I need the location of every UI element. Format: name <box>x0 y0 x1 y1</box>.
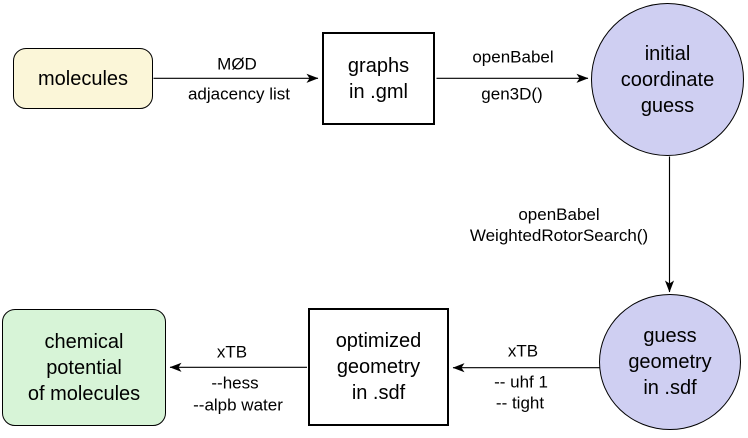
node-chemical-potential: chemical potential of molecules <box>2 309 166 426</box>
edge-label-mod: MØD <box>217 54 257 74</box>
edge-label-weightedrotorsearch: openBabel WeightedRotorSearch() <box>470 204 648 246</box>
node-label-line: guess <box>640 94 695 117</box>
node-label-line: potential <box>46 356 122 379</box>
edge-label-xtb-hess: xTB <box>216 342 248 362</box>
node-label: molecules <box>37 67 129 90</box>
node-label-line: of molecules <box>27 382 141 405</box>
node-label-line: in .sdf <box>351 382 406 404</box>
edge-label-line: WeightedRotorSearch() <box>469 226 649 245</box>
node-label-line: geometry <box>628 351 712 373</box>
node-guess-geometry-sdf: guess geometry in .sdf <box>599 294 741 430</box>
node-label-line: coordinate <box>620 68 715 91</box>
edge-label-openbabel: openBabel <box>472 47 554 67</box>
edge-label-tight-flag: -- tight <box>495 393 545 413</box>
edge-label-uhf-flag: -- uhf 1 <box>494 372 548 392</box>
node-label-line: graphs <box>347 54 410 77</box>
node-initial-coordinate-guess: initial coordinate guess <box>591 3 744 156</box>
node-molecules: molecules <box>13 48 153 109</box>
node-graphs-gml: graphs in .gml <box>322 32 435 125</box>
node-label-line: in .gml <box>349 80 408 103</box>
node-label-line: geometry <box>336 356 421 378</box>
node-label-line: chemical <box>44 330 124 353</box>
edge-label-line: openBabel <box>518 205 600 224</box>
edge-label-gen3d: gen3D() <box>481 84 543 104</box>
edge-label-hess-flag: --hess <box>211 373 259 393</box>
edge-label-xtb-opt: xTB <box>507 341 539 361</box>
node-label-line: optimized <box>335 330 422 352</box>
node-optimized-geometry-sdf: optimized geometry in .sdf <box>308 308 449 426</box>
edge-label-alpb-water-flag: --alpb water <box>193 395 283 415</box>
node-label-line: guess <box>643 325 697 347</box>
node-label-line: initial <box>644 42 691 65</box>
edge-label-adjacency-list: adjacency list <box>187 84 291 104</box>
node-label-line: in .sdf <box>643 377 697 399</box>
